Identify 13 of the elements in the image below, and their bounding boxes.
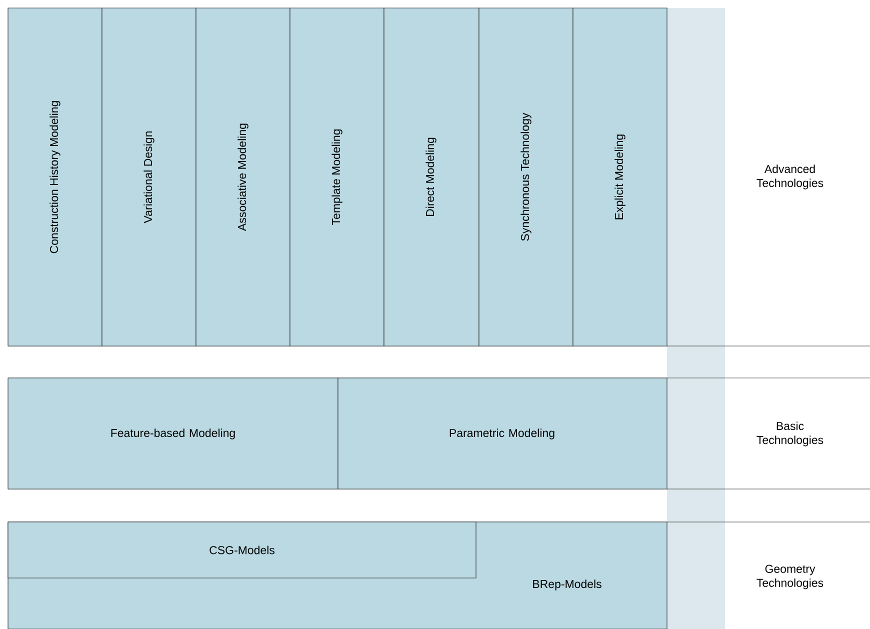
model-box: Associative Modeling (196, 8, 290, 346)
model-box: Direct Modeling (384, 8, 480, 346)
layer-label: Basic Technologies (756, 422, 824, 446)
model-box: Parametric Modeling (338, 378, 668, 490)
model-box: CSG-Models (8, 522, 476, 578)
model-box: Feature-based Modeling (8, 378, 338, 490)
layer-label: Advanced Technologies (756, 164, 824, 190)
model-box: Variational Design (102, 8, 196, 346)
model-box: Construction History Modeling (8, 8, 102, 346)
model-box: Synchronous Technology (478, 8, 574, 346)
model-box: Explicit Modeling (572, 8, 668, 346)
layer-label: Geometry Technologies (756, 564, 824, 590)
model-box: Template Modeling (290, 8, 384, 346)
